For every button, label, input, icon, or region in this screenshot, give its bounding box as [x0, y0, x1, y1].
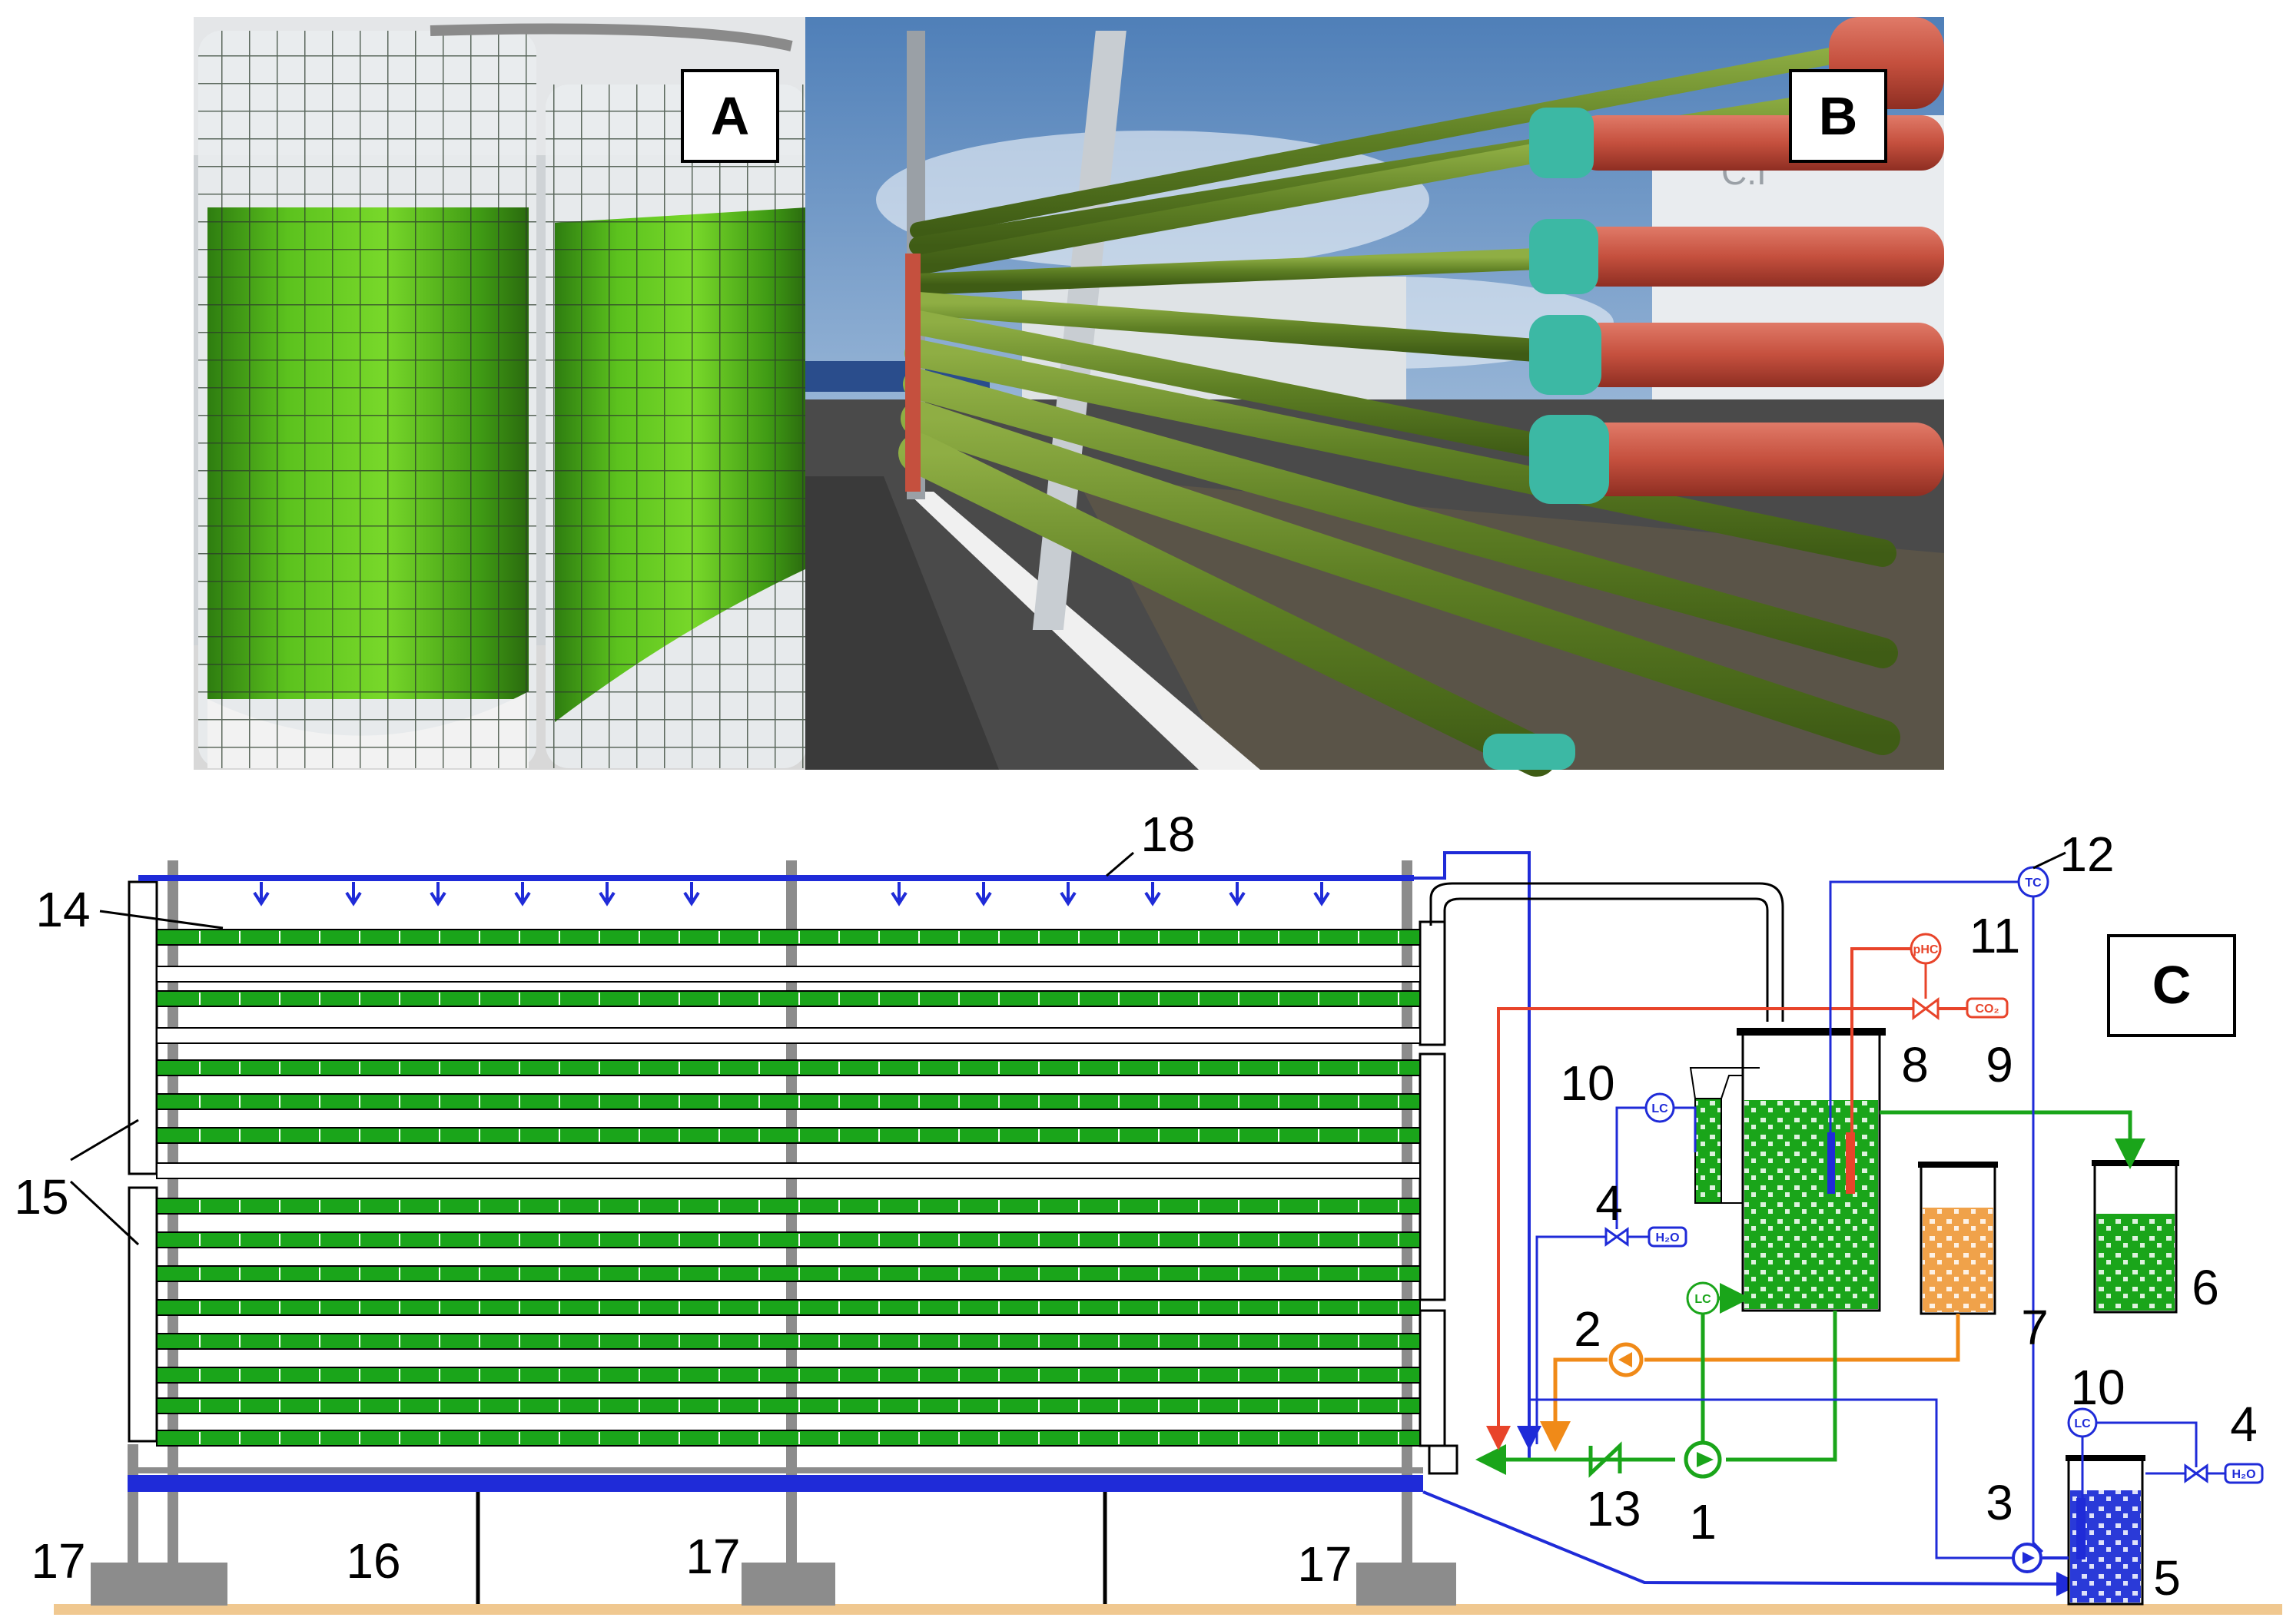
collection-tray [128, 1475, 1423, 1492]
level-controller-culture [1686, 1281, 1720, 1315]
label-7: 7 [2021, 1300, 2049, 1355]
label-14: 14 [35, 882, 90, 937]
water-valve-degasser [1604, 1227, 1629, 1247]
label-18: 18 [1140, 807, 1195, 862]
tube [156, 1367, 1421, 1384]
label-3: 3 [1986, 1475, 2013, 1530]
ground-strip [54, 1604, 2282, 1615]
label-13: 13 [1586, 1481, 1641, 1536]
level-controller-water-label: LC [2074, 1417, 2091, 1430]
photo-b-tubular-reactor: C.I [805, 17, 1944, 777]
level-controller-culture-label: LC [1694, 1293, 1711, 1306]
manifold-left-lower [128, 1186, 158, 1443]
sprinkler-nozzle [599, 882, 616, 906]
tube [156, 1231, 1421, 1248]
water-valve-tank [2184, 1463, 2208, 1483]
check-valve [1588, 1441, 1622, 1478]
label-10a: 10 [1560, 1056, 1614, 1111]
tube [156, 990, 1421, 1007]
label-5: 5 [2153, 1550, 2181, 1606]
sprinkler-nozzle [253, 882, 270, 906]
panel-c-label: C [2152, 955, 2192, 1015]
temperature-controller-label: TC [2025, 877, 2042, 890]
tube [156, 929, 1421, 946]
tube [156, 1430, 1421, 1447]
sprinkler-nozzle [1229, 882, 1246, 906]
tube [156, 1333, 1421, 1350]
photo-a-column-reactors: A [194, 17, 807, 770]
label-10b: 10 [2070, 1360, 2125, 1415]
foundation-middle [742, 1563, 835, 1606]
tube [156, 1397, 1421, 1414]
label-17c: 17 [1297, 1536, 1352, 1592]
sprinkler-nozzle [514, 882, 531, 906]
schematic-c: CO₂ pHC TC LC H₂O LC LC H₂O C [14, 807, 2282, 1615]
tube [156, 1093, 1421, 1110]
manifold-left-upper [128, 880, 158, 1175]
panel-b-label: B [1819, 86, 1858, 146]
tube [156, 966, 1421, 983]
sprinkler-nozzle [1144, 882, 1161, 906]
label-15: 15 [14, 1169, 68, 1225]
sprinkler-nozzles [253, 882, 1330, 906]
tube [156, 1027, 1421, 1044]
water-supply-degasser-label: H₂O [1655, 1231, 1679, 1245]
label-17a: 17 [31, 1533, 85, 1589]
ph-controller [1910, 933, 1942, 965]
tube-array [156, 929, 1421, 1447]
level-controller-degasser-label: LC [1651, 1102, 1668, 1115]
panel-a-label: A [711, 86, 750, 146]
ph-controller-label: pHC [1913, 943, 1939, 956]
tube [156, 1059, 1421, 1076]
water-supply-tank-label: H₂O [2232, 1468, 2255, 1481]
sprinkler-nozzle [345, 882, 362, 906]
sprinkler-nozzle [683, 882, 700, 906]
co2-supply-label: CO₂ [1975, 1003, 1999, 1016]
label-2: 2 [1574, 1301, 1601, 1357]
label-4a: 4 [1595, 1175, 1623, 1231]
label-12: 12 [2059, 827, 2114, 882]
sprinkler-nozzle [975, 882, 992, 906]
label-6: 6 [2192, 1260, 2219, 1315]
label-11: 11 [1969, 908, 2020, 963]
tube [156, 1162, 1421, 1179]
tube [156, 1265, 1421, 1282]
sprinkler-nozzle [891, 882, 908, 906]
foundation-left [91, 1563, 227, 1606]
co2-supply [1966, 997, 2009, 1019]
sprinkler-nozzle [1060, 882, 1077, 906]
sprinkler-nozzle [430, 882, 446, 906]
co2-valve [1912, 997, 1940, 1020]
label-4b: 4 [2230, 1397, 2258, 1452]
tube [156, 1198, 1421, 1215]
label-16: 16 [346, 1533, 400, 1589]
label-1: 1 [1689, 1494, 1717, 1549]
tube [156, 1127, 1421, 1144]
label-8: 8 [1901, 1037, 1929, 1092]
sprinkler-nozzle [1313, 882, 1330, 906]
tube [156, 1299, 1421, 1316]
foundation-right [1356, 1563, 1456, 1606]
label-17b: 17 [685, 1529, 740, 1584]
label-9: 9 [1986, 1037, 2013, 1092]
